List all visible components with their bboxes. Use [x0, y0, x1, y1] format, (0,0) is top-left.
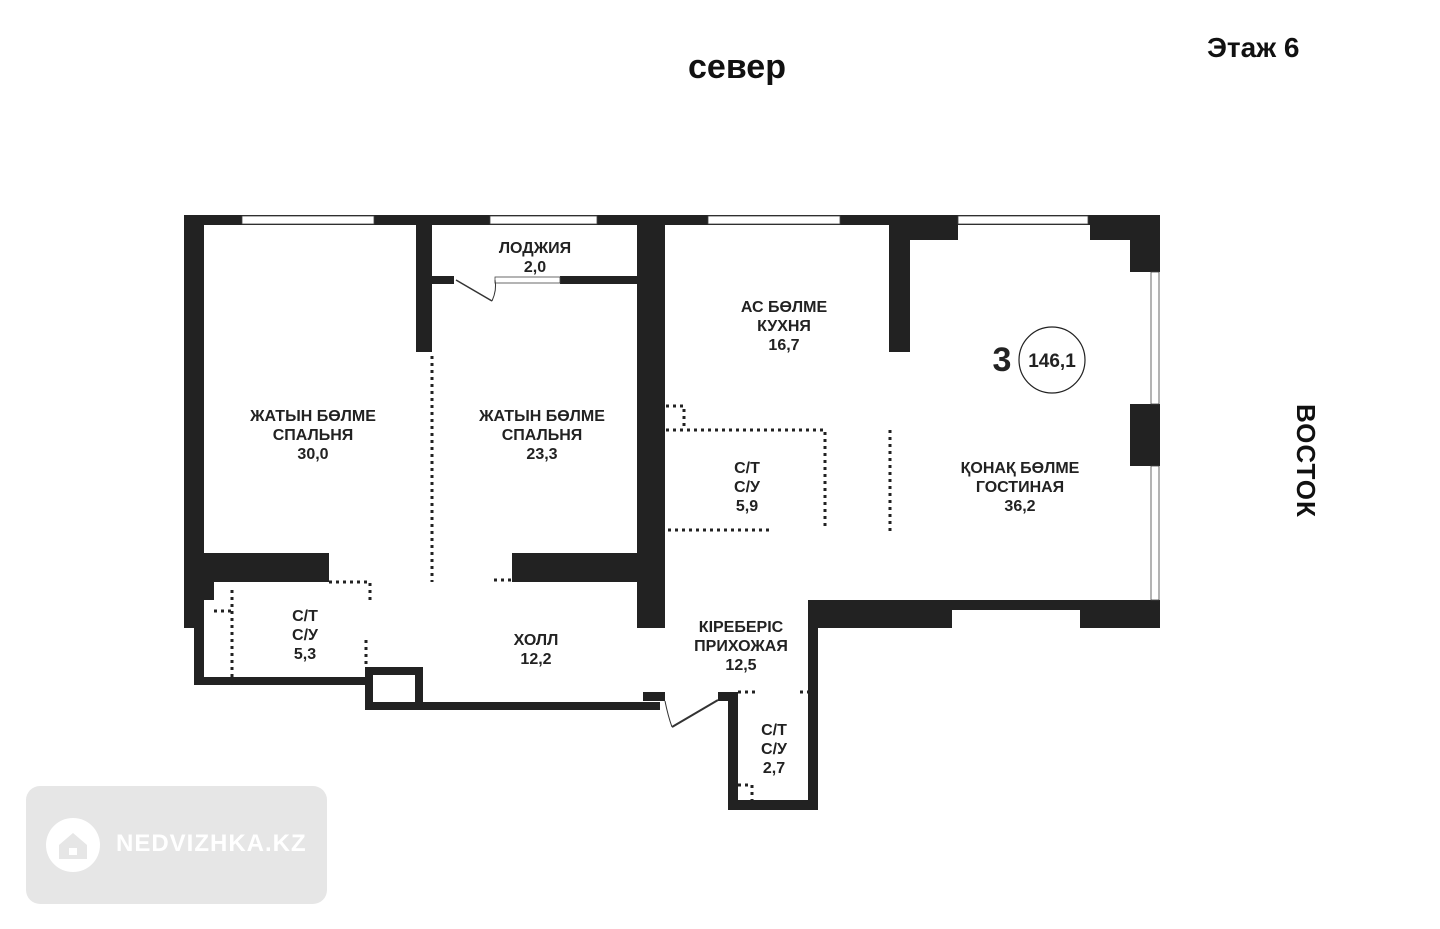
wall — [637, 215, 665, 628]
wall — [365, 702, 660, 710]
partitions — [214, 356, 892, 800]
wall — [643, 692, 665, 701]
wall — [365, 667, 373, 710]
wall — [808, 600, 952, 628]
room-name-kz: ЖАТЫН БӨЛМЕ — [249, 408, 376, 425]
room-name-ru: С/У — [761, 741, 788, 758]
room-name-kz: ҚОНАҚ БӨЛМЕ — [961, 460, 1080, 477]
room-bathroom-1: С/Т С/У 5,9 — [734, 460, 761, 515]
door-swing — [491, 279, 497, 302]
room-name-ru: СПАЛЬНЯ — [502, 427, 583, 444]
room-name-ru: ПРИХОЖАЯ — [694, 638, 788, 655]
window — [957, 215, 1089, 225]
wall — [560, 276, 637, 284]
walls — [184, 215, 1160, 810]
window — [1150, 465, 1160, 601]
room-area: 30,0 — [297, 446, 328, 463]
house-icon — [46, 818, 100, 872]
room-area: 2,0 — [524, 259, 546, 276]
wall — [184, 582, 214, 600]
room-entrance: КІРЕБЕРІС ПРИХОЖАЯ 12,5 — [694, 619, 788, 674]
wall — [365, 667, 423, 675]
wall — [728, 800, 818, 810]
window — [241, 215, 375, 225]
wall — [512, 553, 637, 582]
room-name-ru: ГОСТИНАЯ — [976, 479, 1064, 496]
room-name-kz: С/Т — [761, 722, 787, 739]
room-name-ru: С/У — [292, 627, 319, 644]
wall — [194, 600, 204, 685]
apartment-badge: 3 146,1 — [993, 326, 1086, 394]
room-name-ru: ЛОДЖИЯ — [499, 240, 571, 257]
wall — [432, 276, 454, 284]
room-name-kz: КІРЕБЕРІС — [699, 619, 784, 636]
room-area: 5,9 — [736, 498, 758, 515]
door-swing — [664, 700, 673, 728]
wall — [1130, 215, 1160, 272]
wall — [1080, 600, 1160, 628]
room-area: 5,3 — [294, 646, 316, 663]
room-bathroom-2: С/Т С/У 5,3 — [292, 608, 319, 663]
door — [671, 699, 719, 728]
room-kitchen: АС БӨЛМЕ КУХНЯ 16,7 — [741, 299, 828, 354]
room-name-ru: КУХНЯ — [757, 318, 811, 335]
wall — [808, 600, 818, 810]
window — [1150, 271, 1160, 405]
room-area: 12,2 — [520, 651, 551, 668]
room-hall: ХОЛЛ 12,2 — [514, 632, 559, 668]
wall — [808, 600, 1160, 610]
wall — [1130, 404, 1160, 466]
room-living: ҚОНАҚ БӨЛМЕ ГОСТИНАЯ 36,2 — [961, 460, 1080, 515]
area-circle — [1018, 326, 1086, 394]
windows — [241, 215, 1160, 601]
total-area: 146,1 — [1028, 351, 1076, 372]
room-name-kz: ЖАТЫН БӨЛМЕ — [478, 408, 605, 425]
wall — [728, 692, 738, 810]
loggia-window — [494, 276, 561, 284]
wall — [194, 677, 365, 685]
room-name-kz: С/Т — [734, 460, 760, 477]
watermark: NEDVIZHKA.KZ — [26, 786, 327, 904]
wall — [184, 215, 204, 628]
compass-north-label: север — [688, 48, 786, 86]
window — [489, 215, 598, 225]
room-name-ru: ХОЛЛ — [514, 632, 559, 649]
room-loggia: ЛОДЖИЯ 2,0 — [499, 240, 571, 276]
room-name-kz: С/Т — [292, 608, 318, 625]
door — [455, 279, 493, 302]
wall — [889, 225, 910, 352]
rooms-count: 3 — [993, 341, 1012, 379]
room-area: 16,7 — [768, 337, 799, 354]
window — [707, 215, 841, 225]
room-name-kz: АС БӨЛМЕ — [741, 299, 828, 316]
compass-east-label: ВОСТОК — [1291, 404, 1321, 518]
watermark-text: NEDVIZHKA.KZ — [116, 830, 307, 857]
wall — [416, 225, 432, 352]
room-bathroom-3: С/Т С/У 2,7 — [761, 722, 788, 777]
wall — [204, 553, 329, 582]
wall — [184, 215, 1160, 225]
room-bedroom-1: ЖАТЫН БӨЛМЕ СПАЛЬНЯ 30,0 — [249, 408, 376, 463]
room-area: 12,5 — [725, 657, 756, 674]
room-area: 2,7 — [763, 760, 785, 777]
room-name-ru: СПАЛЬНЯ — [273, 427, 354, 444]
room-name-ru: С/У — [734, 479, 761, 496]
doors — [455, 279, 719, 728]
room-area: 23,3 — [526, 446, 557, 463]
room-bedroom-2: ЖАТЫН БӨЛМЕ СПАЛЬНЯ 23,3 — [478, 408, 605, 463]
room-area: 36,2 — [1004, 498, 1035, 515]
floor-label: Этаж 6 — [1207, 32, 1300, 63]
wall — [415, 667, 423, 710]
